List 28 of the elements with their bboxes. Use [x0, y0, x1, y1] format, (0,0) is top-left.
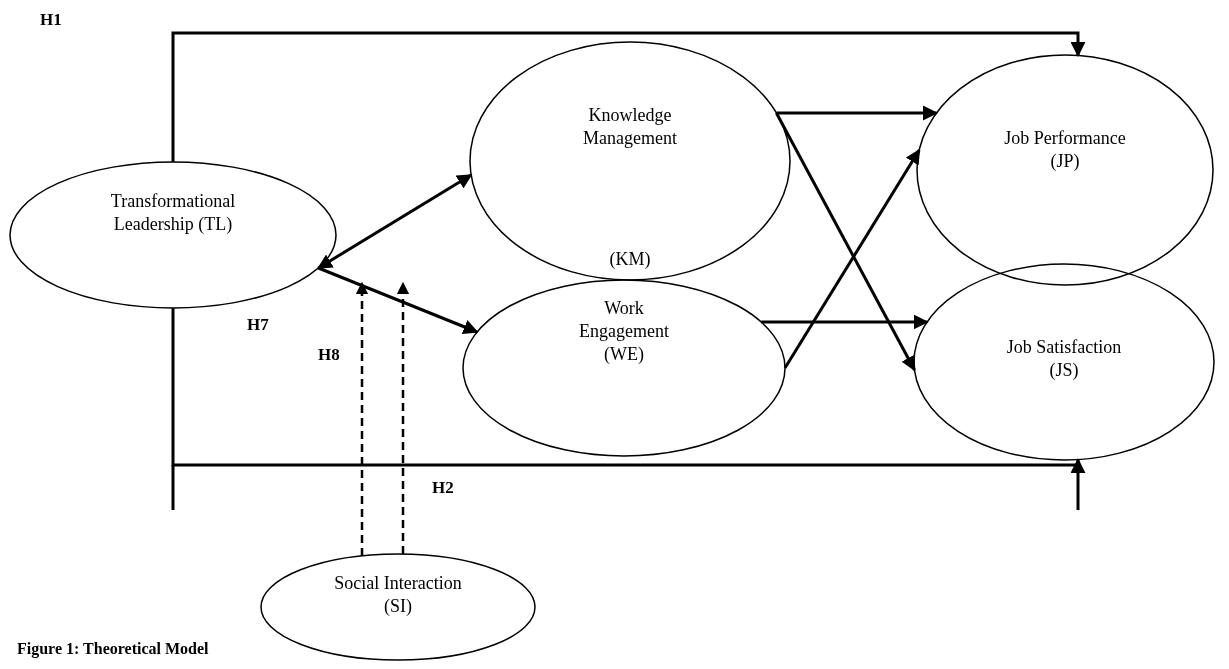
construct-label: (KM) [608, 248, 652, 271]
construct-label: Work Engagement (WE) [578, 297, 670, 366]
arrow [775, 112, 916, 372]
figure-caption: Figure 1: Theoretical Model [17, 640, 209, 658]
construct-label: Job Satisfaction (JS) [1005, 336, 1123, 382]
arrow [317, 266, 479, 334]
construct-label: Social Interaction (SI) [333, 572, 463, 618]
dashed-arrow [355, 281, 369, 556]
construct-ellipse [917, 55, 1213, 285]
hypothesis-label: H1 [40, 10, 62, 30]
arrow [776, 105, 938, 121]
arrow [761, 314, 929, 330]
arrow [171, 31, 1086, 162]
arrow [317, 173, 473, 270]
construct-ellipse [261, 554, 535, 660]
hypothesis-label: H7 [247, 315, 269, 335]
construct-ellipse [10, 162, 336, 308]
construct-label: Job Performance (JP) [1003, 127, 1127, 173]
construct-ellipse [463, 280, 785, 456]
hypothesis-label: H8 [318, 345, 340, 365]
construct-ellipse [914, 264, 1214, 460]
hypothesis-label: H2 [432, 478, 454, 498]
construct-label: Knowledge Management [582, 104, 678, 150]
arrow [171, 308, 1086, 474]
dashed-arrow [396, 281, 410, 554]
construct-label: Transformational Leadership (TL) [109, 190, 237, 236]
construct-ellipse [470, 42, 790, 280]
arrow [783, 148, 921, 369]
